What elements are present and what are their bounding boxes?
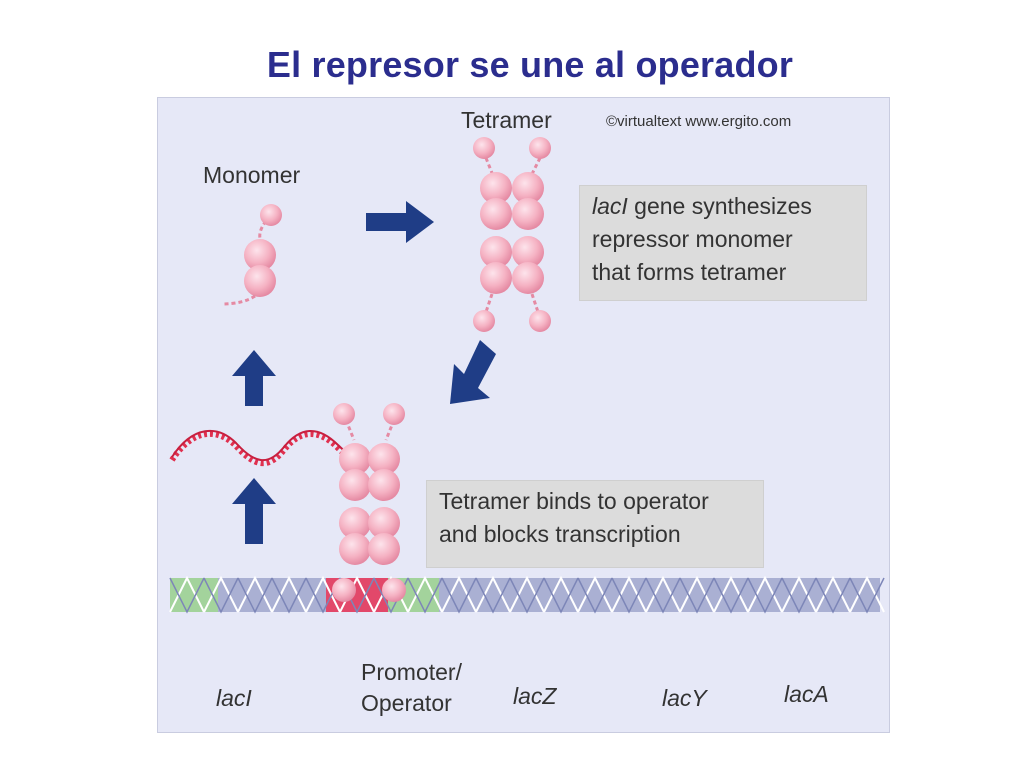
gene-label-lacy: lacY [662,685,708,711]
dna-helix-stroke [611,575,647,613]
dna-helix-stroke [815,575,851,613]
diagram-canvas: ©virtualtext www.ergito.com Monomer Tetr… [169,107,885,716]
caption-binding: Tetramer binds to operator and blocks tr… [426,480,764,568]
caption-synthesis-line-3: that forms tetramer [592,259,787,285]
laci-promoter-region [170,578,218,612]
monomer-label: Monomer [203,162,300,188]
mrna-strand [169,429,367,467]
slide-title: El represor se une al operador [266,44,794,85]
dna-helix-stroke [543,577,579,614]
dna-helix-stroke [203,575,239,613]
dna-helix-stroke [679,577,715,614]
gene-label-laci: lacI [216,685,252,711]
dna-helix-stroke [679,575,715,613]
caption-synthesis-line-1-rest: gene synthesizes [627,193,812,219]
dna-helix-stroke [577,575,613,613]
dna-helix-stroke [407,577,443,614]
dna-helix-stroke [747,577,783,614]
caption-binding-line-1: Tetramer binds to operator [439,488,709,514]
dna-helix-stroke [645,577,681,614]
dna-helix-stroke [237,575,273,613]
dna-helix-stroke [781,575,817,613]
copyright-text: ©virtualtext www.ergito.com [606,113,791,130]
dna-helix-stroke [271,575,307,613]
gene-label-lacz: lacZ [513,683,557,709]
arrow-right-icon [366,201,434,243]
dna-helix-stroke [271,577,307,614]
dna-helix-stroke [611,577,647,614]
dna-helix-stroke [169,575,205,613]
arrow-down-left-icon [450,340,496,404]
dna-helix-stroke [509,575,545,613]
dna-helix-stroke [713,575,749,613]
lac-repressor-diagram: ©virtualtext www.ergito.com Monomer Tetr… [157,97,890,733]
dna-helix-stroke [203,577,239,614]
dna-helix-stroke [373,575,409,613]
caption-synthesis-gene: lacI [592,193,628,219]
free-tetramer-protein [473,137,551,332]
dna-helix-stroke [169,577,205,614]
dna-helix-stroke [815,577,851,614]
dna-helix-stroke [475,575,511,613]
dna-helix-stroke [645,575,681,613]
dna-helix-stroke [475,577,511,614]
dna-helix-stroke [509,577,545,614]
dna-helix-stroke [543,575,579,613]
gene-label-promoter: Promoter/ [361,659,463,685]
dna-helix-stroke [305,575,341,613]
dna-helix-stroke [441,575,477,613]
arrow-up-icon-lower [232,478,276,544]
bound-tetramer-protein [332,403,406,602]
dna-helix-stroke [237,577,273,614]
tetramer-label: Tetramer [461,107,552,133]
caption-synthesis: lacI gene synthesizes repressor monomer … [579,185,867,301]
dna-double-helix [169,575,885,614]
gene-label-operator: Operator [361,690,452,716]
dna-helix-stroke [849,577,885,614]
caption-synthesis-line-1: lacI gene synthesizes [592,190,856,223]
arrow-up-icon-upper [232,350,276,406]
dna-helix-stroke [849,575,885,613]
monomer-protein [221,204,282,306]
dna-helix-stroke [407,575,443,613]
dna-helix-stroke [577,577,613,614]
caption-binding-line-2: and blocks transcription [439,521,681,547]
dna-helix-stroke [747,575,783,613]
dna-helix-stroke [713,577,749,614]
gene-label-laca: lacA [784,681,829,707]
dna-helix-stroke [781,577,817,614]
dna-helix-stroke [441,577,477,614]
caption-synthesis-line-2: repressor monomer [592,226,793,252]
